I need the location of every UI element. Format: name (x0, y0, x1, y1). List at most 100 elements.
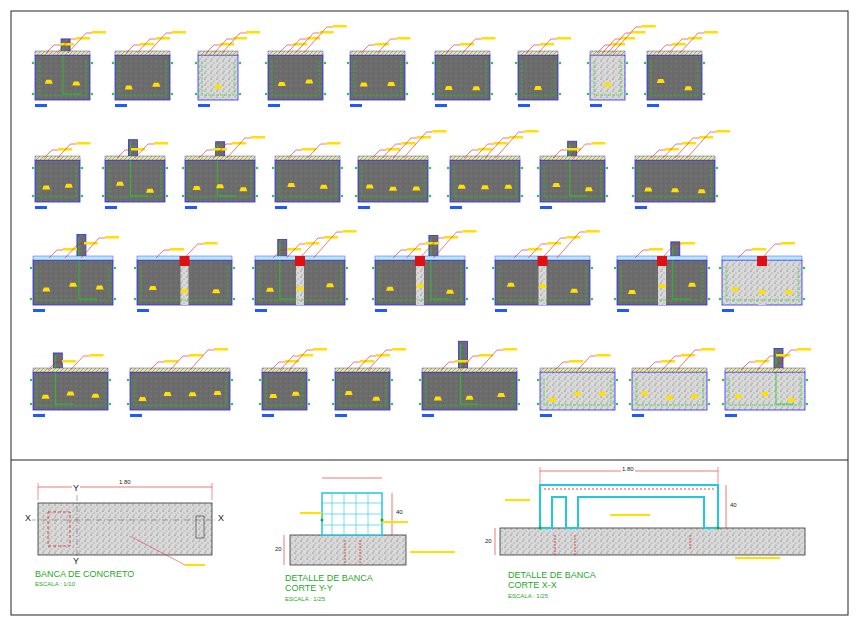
detail-part (30, 403, 32, 405)
detail-part (320, 185, 328, 189)
detail-part (632, 195, 634, 197)
detail-part (204, 242, 218, 245)
detail-part (611, 43, 625, 46)
detail-part (522, 61, 554, 95)
detail-part (287, 39, 306, 53)
detail-part (35, 51, 90, 55)
detail-part (688, 283, 696, 287)
detail-part (109, 403, 111, 405)
detail-part (361, 45, 375, 53)
detail-part (355, 167, 357, 169)
detail-part (116, 182, 124, 186)
detail-part (345, 391, 353, 395)
detail-part (481, 185, 489, 189)
detail-part (68, 33, 92, 53)
detail-part (271, 362, 285, 370)
detail-part (130, 143, 148, 196)
detail-part (280, 356, 299, 370)
detail-part (585, 187, 593, 191)
detail-part (722, 309, 734, 312)
detail-part (32, 93, 34, 95)
detail-part (626, 62, 628, 64)
detail-part (135, 144, 154, 158)
detail-part (557, 37, 571, 40)
detail-part (446, 290, 454, 294)
detail-part (539, 284, 547, 288)
detail-part (422, 414, 434, 417)
detail-part (570, 144, 588, 196)
detail-part (587, 62, 589, 64)
detail-part (677, 350, 701, 370)
detail-part (435, 104, 447, 107)
detail-part (96, 285, 104, 289)
detail-part (324, 93, 326, 95)
detail-part (538, 39, 557, 53)
detail-part (466, 396, 474, 400)
detail-part (606, 195, 608, 197)
scale-note: ESCALA : 1/10 (35, 581, 75, 588)
detail-part (102, 167, 104, 169)
detail-part (269, 394, 277, 398)
detail-part (49, 250, 63, 258)
detail-part (466, 267, 468, 269)
detail-part (496, 132, 525, 158)
detail-part (391, 379, 393, 381)
detail-title: DETALLE DE BANCA CORTE X-X (508, 571, 600, 591)
detail-part (202, 61, 234, 95)
detail-part (255, 260, 345, 305)
detail-part (578, 356, 597, 370)
detail-part (114, 267, 116, 269)
detail-part (688, 37, 702, 40)
detail-part (657, 79, 665, 83)
detail-part (590, 104, 602, 107)
detail-part (632, 414, 644, 417)
detail-part (687, 132, 716, 158)
detail-part (212, 289, 220, 293)
detail-part (402, 142, 416, 145)
detail-part (698, 189, 706, 193)
detail-part (357, 356, 376, 370)
detail-part (140, 43, 154, 46)
detail-part (372, 298, 374, 300)
detail-part (594, 61, 621, 95)
detail-part (416, 284, 424, 288)
detail-part (92, 31, 106, 34)
bench-section-yy (284, 478, 455, 565)
detail-part (708, 379, 710, 381)
detail-part (358, 160, 428, 202)
detail-part (459, 341, 468, 372)
detail-part (482, 37, 496, 40)
detail-part (180, 256, 190, 266)
detail-part (393, 138, 417, 158)
detail-part (372, 397, 380, 401)
detail-part (454, 166, 516, 197)
detail-part (195, 62, 197, 64)
detail-part (495, 260, 590, 305)
detail-part (63, 42, 81, 94)
detail-part (268, 104, 280, 107)
detail-part (30, 267, 32, 269)
detail-part (171, 62, 173, 64)
detail-part (233, 298, 235, 300)
detail-part (632, 372, 707, 410)
detail-part (773, 350, 797, 370)
detail-part (509, 136, 523, 139)
detail-part (343, 230, 357, 233)
detail-part (518, 379, 520, 381)
detail-part (81, 195, 83, 197)
detail-part (67, 391, 75, 395)
detail-part (339, 378, 386, 405)
detail-part (170, 248, 184, 251)
detail-part (256, 167, 258, 169)
detail-part (559, 93, 561, 95)
detail-part (341, 167, 343, 169)
detail-part (422, 368, 517, 372)
detail-part (308, 144, 327, 158)
detail-part (662, 356, 681, 370)
detail-part (231, 379, 233, 381)
detail-part (441, 362, 455, 370)
detail-part (704, 31, 718, 34)
detail-part (521, 195, 523, 197)
detail-part (731, 287, 739, 291)
